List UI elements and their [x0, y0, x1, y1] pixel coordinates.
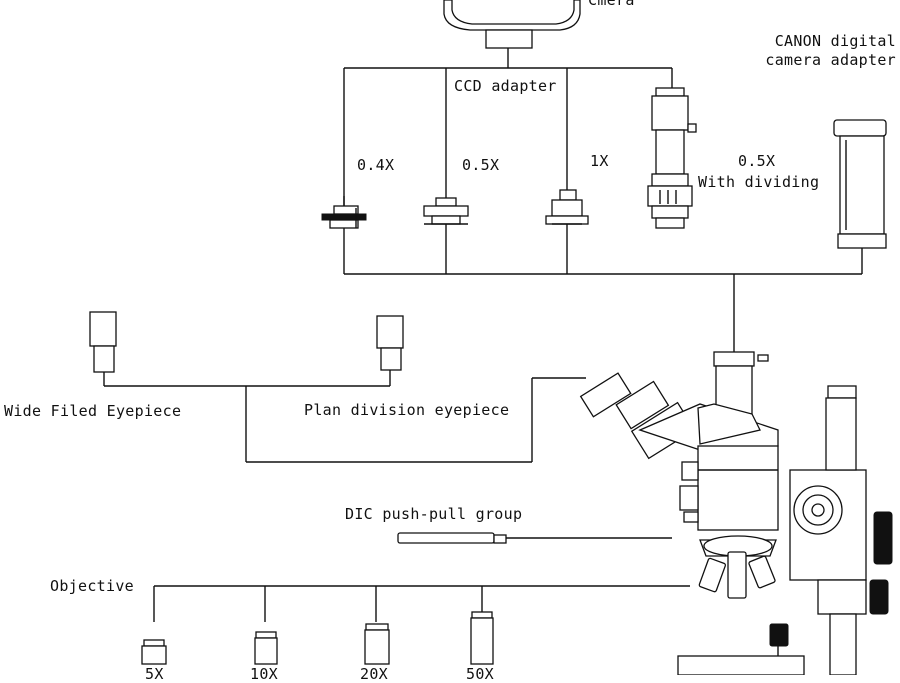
objective-5x-drawing — [141, 639, 167, 665]
canon-adapter-label-line2: camera adapter — [765, 51, 896, 69]
objective-10x-drawing — [254, 631, 278, 665]
plan-division-eyepiece-drawing — [376, 315, 404, 371]
objective-50x-drawing — [470, 611, 494, 665]
objective-label: Objective — [50, 577, 134, 595]
ccd-adapter-label: CCD adapter — [454, 77, 557, 95]
camera-label: Cmera — [588, 0, 635, 9]
canon-adapter-drawing — [833, 119, 887, 249]
microscope-body-drawing — [579, 351, 893, 675]
camera-drawing — [443, 0, 581, 68]
dic-group-label: DIC push-pull group — [345, 505, 523, 523]
adapter-05x-drawing — [423, 197, 469, 225]
adapter-04x-label: 0.4X — [357, 156, 395, 174]
objective-bus — [153, 585, 690, 622]
adapter-05x-label: 0.5X — [462, 156, 500, 174]
plan-division-eyepiece-label: Plan division eyepiece — [304, 401, 510, 419]
wide-field-eyepiece-drawing — [89, 311, 117, 373]
eyepiece-bus — [103, 370, 586, 463]
adapter-1x-label: 1X — [590, 152, 609, 170]
adapter-05x-dividing-drawing — [647, 87, 697, 229]
canon-adapter-label-line1: CANON digital — [774, 32, 896, 50]
adapter-1x-drawing — [545, 189, 589, 225]
camera-adapter-bus — [343, 67, 863, 352]
adapter-04x-drawing — [321, 196, 367, 229]
wide-field-eyepiece-label: Wide Filed Eyepiece — [4, 402, 182, 420]
dic-group-drawing — [397, 532, 672, 544]
objective-20x-drawing — [364, 623, 390, 665]
adapter-dividing-label-line2: With dividing — [698, 173, 820, 191]
adapter-dividing-label-line1: 0.5X — [738, 152, 776, 170]
